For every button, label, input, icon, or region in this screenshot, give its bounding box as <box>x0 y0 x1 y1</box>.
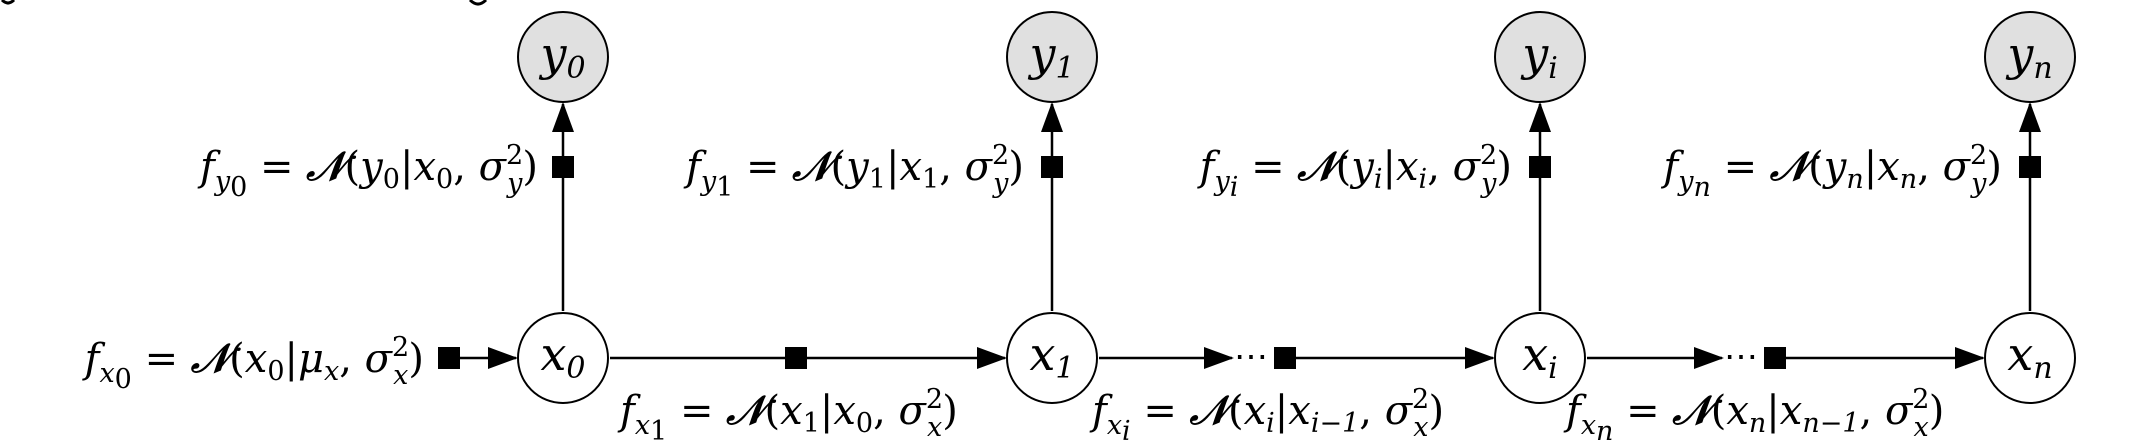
node-circle-y1 <box>1006 11 1098 103</box>
factor-square-fx1 <box>785 347 807 369</box>
node-label-x1: x1 <box>1029 327 1074 386</box>
factor-square-fyi <box>1529 156 1551 178</box>
node-yn: yn <box>1984 11 2076 103</box>
node-circle-xi <box>1494 312 1586 404</box>
ellipsis-2: ⋯ <box>1724 337 1758 377</box>
node-x0: x0 <box>517 312 609 404</box>
factor-square-fxi <box>1274 347 1296 369</box>
node-label-yn: yn <box>2005 27 2052 86</box>
node-circle-yn <box>1984 11 2076 103</box>
factor-square-fxn <box>1764 347 1786 369</box>
hidden-nodes: x0 x1 xi xn <box>517 312 2076 404</box>
node-circle-xn <box>1984 312 2076 404</box>
node-circle-x0 <box>517 312 609 404</box>
edges <box>460 102 2041 369</box>
node-label-xi: xi <box>1522 327 1558 386</box>
factor-squares <box>438 156 2041 369</box>
node-label-yi: yi <box>1520 27 1558 86</box>
node-circle-yi <box>1494 11 1586 103</box>
node-xn: xn <box>1984 312 2076 404</box>
node-label-y0: y0 <box>538 27 585 86</box>
node-yi: yi <box>1494 11 1586 103</box>
node-y0: y0 <box>517 11 609 103</box>
node-label-xn: xn <box>2007 327 2052 386</box>
factor-square-fy1 <box>1041 156 1063 178</box>
node-y1: y1 <box>1006 11 1098 103</box>
node-label-y1: y1 <box>1027 27 1074 86</box>
node-label-x0: x0 <box>540 327 585 386</box>
factor-square-fyn <box>2019 156 2041 178</box>
node-xi: xi <box>1494 312 1586 404</box>
factor-square-fy0 <box>552 156 574 178</box>
observed-nodes: y0 y1 yi yn <box>517 11 2076 103</box>
node-x1: x1 <box>1006 312 1098 404</box>
node-circle-x1 <box>1006 312 1098 404</box>
node-circle-y0 <box>517 11 609 103</box>
cropped-text-fragment <box>0 0 488 6</box>
ellipsis-1: ⋯ <box>1234 337 1268 377</box>
factor-square-fx0 <box>438 347 460 369</box>
